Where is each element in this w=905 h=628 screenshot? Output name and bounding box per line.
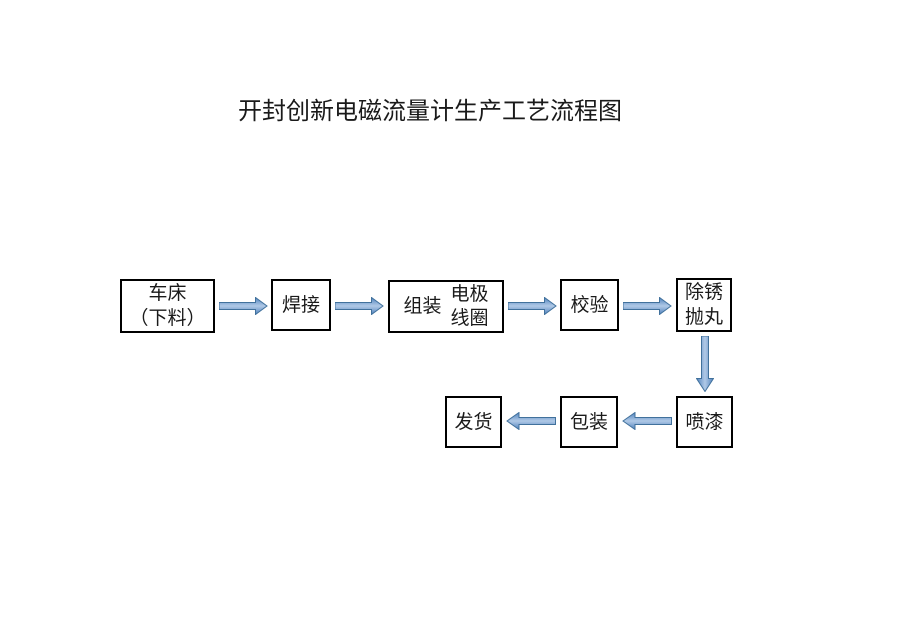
node-pack: 包装 bbox=[560, 396, 618, 448]
node-calibrate-label: 校验 bbox=[570, 294, 609, 316]
node-ship-label: 发货 bbox=[454, 411, 493, 433]
node-lathe-label-line1: 车床 bbox=[148, 283, 187, 304]
node-paint: 喷漆 bbox=[676, 396, 733, 448]
node-ship: 发货 bbox=[445, 396, 502, 448]
arrow-right-assemble-to-calibrate-icon bbox=[508, 297, 557, 315]
arrow-down-derust-to-paint-icon bbox=[696, 336, 714, 392]
arrow-right-lathe-to-weld-icon bbox=[219, 297, 268, 315]
node-derust: 除锈 抛丸 bbox=[676, 278, 732, 332]
node-calibrate: 校验 bbox=[560, 279, 619, 331]
node-assemble-sublabel-line2: 线圈 bbox=[450, 307, 489, 329]
node-derust-label-line2: 抛丸 bbox=[684, 307, 723, 328]
arrow-right-weld-to-assemble-icon bbox=[335, 297, 384, 315]
node-lathe: 车床 （下料） bbox=[120, 279, 215, 333]
node-weld-label: 焊接 bbox=[281, 294, 320, 316]
node-assemble: 组装 电极 线圈 bbox=[388, 280, 504, 333]
node-pack-label: 包装 bbox=[569, 411, 608, 433]
arrow-left-pack-to-ship-icon bbox=[506, 412, 556, 430]
node-paint-label: 喷漆 bbox=[685, 411, 724, 433]
arrow-left-paint-to-pack-icon bbox=[622, 412, 672, 430]
diagram-title: 开封创新电磁流量计生产工艺流程图 bbox=[238, 99, 622, 125]
node-lathe-label-line2: （下料） bbox=[129, 308, 206, 329]
node-derust-label-line1: 除锈 bbox=[684, 282, 723, 303]
node-weld: 焊接 bbox=[271, 279, 331, 331]
arrow-right-calibrate-to-derust-icon bbox=[623, 297, 672, 315]
node-assemble-label: 组装 bbox=[403, 296, 442, 317]
node-assemble-sublabel-line1: 电极 bbox=[450, 283, 489, 305]
node-assemble-sublabel: 电极 线圈 bbox=[451, 283, 489, 331]
